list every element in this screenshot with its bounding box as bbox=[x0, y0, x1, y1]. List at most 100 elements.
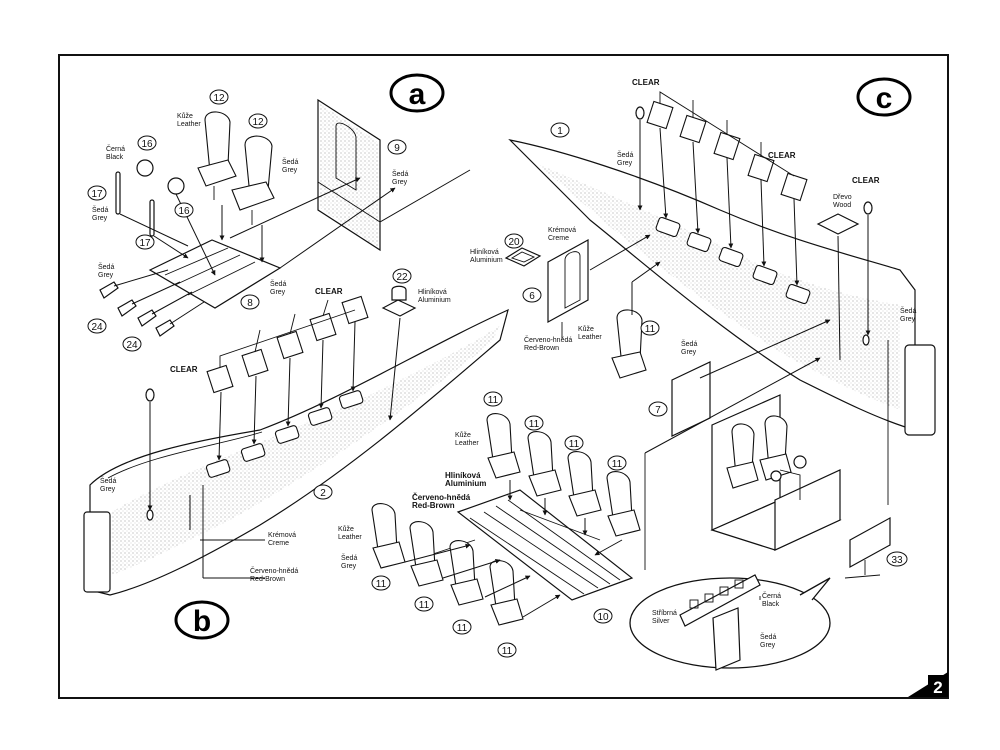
passenger-seats-part-12 bbox=[371, 413, 641, 626]
svg-text:Černá: Černá bbox=[106, 144, 125, 153]
seat-part-11a bbox=[197, 111, 237, 200]
callout-11b: 12 bbox=[248, 113, 268, 129]
callout-17b: 17 bbox=[135, 234, 155, 250]
svg-text:Red-Brown: Red-Brown bbox=[524, 345, 559, 352]
porthole-b bbox=[145, 388, 155, 521]
pedal-part-24 bbox=[99, 269, 205, 337]
svg-text:Grey: Grey bbox=[282, 167, 298, 174]
svg-text:24: 24 bbox=[91, 322, 103, 333]
svg-text:Grey: Grey bbox=[617, 160, 633, 167]
svg-text:12: 12 bbox=[252, 117, 264, 128]
svg-text:Kůže: Kůže bbox=[455, 431, 471, 439]
panel-part-22 bbox=[381, 285, 417, 421]
svg-text:1: 1 bbox=[557, 126, 563, 137]
porthole-c bbox=[635, 106, 873, 346]
svg-text:11: 11 bbox=[612, 459, 623, 470]
svg-text:33: 33 bbox=[891, 555, 903, 566]
fuselage-half-part-2 bbox=[83, 308, 509, 596]
svg-text:11: 11 bbox=[488, 395, 499, 406]
cabin-floor-part-10 bbox=[429, 489, 634, 601]
svg-text:11: 11 bbox=[569, 439, 580, 450]
svg-text:Grey: Grey bbox=[270, 289, 286, 296]
svg-text:CLEAR: CLEAR bbox=[170, 365, 198, 374]
svg-text:Šedá: Šedá bbox=[270, 279, 286, 288]
svg-text:Hliníková: Hliníková bbox=[445, 471, 481, 480]
svg-text:Grey: Grey bbox=[341, 563, 357, 570]
svg-text:Black: Black bbox=[762, 601, 780, 608]
svg-text:Hliníková: Hliníková bbox=[418, 289, 447, 296]
svg-text:Aluminium: Aluminium bbox=[470, 257, 503, 264]
svg-text:Šedá: Šedá bbox=[900, 306, 916, 315]
part-33 bbox=[844, 516, 891, 579]
callout-12-c: 11 bbox=[640, 320, 660, 336]
part-20 bbox=[504, 247, 542, 267]
svg-text:b: b bbox=[193, 605, 211, 638]
svg-text:Creme: Creme bbox=[268, 540, 289, 547]
svg-text:17: 17 bbox=[139, 238, 151, 249]
seat-part-11b bbox=[231, 135, 275, 225]
svg-text:11: 11 bbox=[529, 419, 540, 430]
callout-12-m2: 11 bbox=[524, 415, 544, 431]
svg-text:Šedá: Šedá bbox=[100, 476, 116, 485]
svg-text:Black: Black bbox=[106, 154, 124, 161]
svg-text:6: 6 bbox=[529, 291, 535, 302]
svg-text:Kůže: Kůže bbox=[177, 112, 193, 120]
callout-11a: 12 bbox=[209, 89, 229, 105]
callout-12-m5: 11 bbox=[371, 575, 391, 591]
callout-24a: 24 bbox=[87, 318, 107, 334]
callout-2: 2 bbox=[313, 484, 333, 500]
wheel-part-16 bbox=[136, 159, 216, 276]
callout-12-m6: 11 bbox=[414, 596, 434, 612]
clear-windows-b bbox=[206, 295, 369, 461]
svg-text:Grey: Grey bbox=[100, 486, 116, 493]
callout-16a: 16 bbox=[137, 135, 157, 151]
svg-text:Silver: Silver bbox=[652, 618, 670, 625]
svg-text:Grey: Grey bbox=[98, 272, 114, 279]
svg-text:24: 24 bbox=[126, 340, 138, 351]
svg-text:Stříbrná: Stříbrná bbox=[652, 610, 677, 617]
svg-text:11: 11 bbox=[376, 579, 387, 590]
svg-text:Dřevo: Dřevo bbox=[833, 194, 852, 201]
section-c-badge: c bbox=[856, 77, 912, 117]
cockpit-seat-part-12 bbox=[611, 261, 661, 379]
wood-panel bbox=[816, 213, 860, 361]
svg-text:2: 2 bbox=[320, 488, 326, 499]
svg-text:16: 16 bbox=[178, 206, 190, 217]
instrument-panel-detail bbox=[629, 574, 831, 671]
svg-text:20: 20 bbox=[508, 237, 520, 248]
svg-text:Aluminium: Aluminium bbox=[445, 479, 486, 488]
clear-windows-c bbox=[646, 91, 808, 286]
svg-text:CLEAR: CLEAR bbox=[632, 78, 660, 87]
callout-6: 6 bbox=[522, 287, 542, 303]
svg-text:Šedá: Šedá bbox=[92, 205, 108, 214]
svg-text:Červeno-hnědá: Červeno-hnědá bbox=[412, 493, 471, 502]
svg-text:Červeno-hnědá: Červeno-hnědá bbox=[250, 566, 298, 575]
svg-text:11: 11 bbox=[502, 646, 513, 657]
svg-text:Šedá: Šedá bbox=[282, 157, 298, 166]
svg-text:11: 11 bbox=[645, 324, 656, 335]
svg-text:CLEAR: CLEAR bbox=[768, 151, 796, 160]
svg-text:12: 12 bbox=[213, 93, 225, 104]
callout-7: 8 bbox=[240, 294, 260, 310]
svg-text:7: 7 bbox=[655, 405, 661, 416]
section-b-badge: b bbox=[174, 600, 230, 640]
svg-text:Kůže: Kůže bbox=[338, 525, 354, 533]
svg-text:Grey: Grey bbox=[392, 179, 408, 186]
callout-12-m4: 11 bbox=[607, 455, 627, 471]
bulkhead-part-8 bbox=[317, 98, 381, 252]
svg-text:Creme: Creme bbox=[548, 235, 569, 242]
svg-text:Červeno-hnědá: Červeno-hnědá bbox=[524, 335, 572, 344]
callout-9: 7 bbox=[648, 401, 668, 417]
svg-text:22: 22 bbox=[396, 272, 408, 283]
section-a-badge: a bbox=[389, 73, 445, 113]
svg-text:Krémová: Krémová bbox=[548, 227, 576, 234]
svg-text:Grey: Grey bbox=[760, 642, 776, 649]
svg-text:Leather: Leather bbox=[338, 534, 362, 541]
svg-text:Grey: Grey bbox=[92, 215, 108, 222]
rod-part-17 bbox=[115, 171, 189, 259]
callout-12-m7: 11 bbox=[452, 619, 472, 635]
callout-24b: 24 bbox=[122, 336, 142, 352]
svg-text:c: c bbox=[876, 82, 893, 115]
svg-text:9: 9 bbox=[394, 143, 400, 154]
